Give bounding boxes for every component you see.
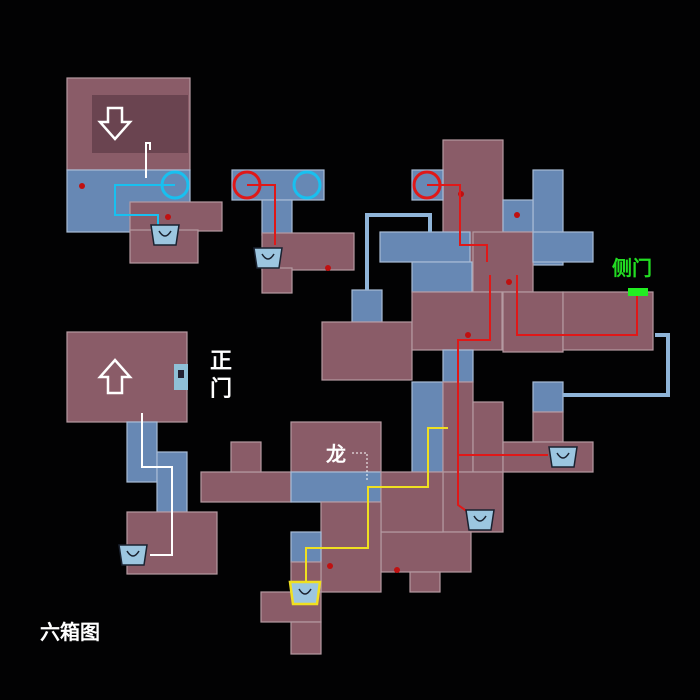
chests bbox=[118, 224, 578, 606]
chest-icon-highlighted bbox=[288, 580, 322, 606]
marker-circles bbox=[160, 170, 442, 200]
side-gate-marker bbox=[628, 288, 648, 296]
route-cyan bbox=[114, 184, 175, 228]
marker-circle-icon bbox=[412, 170, 442, 200]
down-arrow-icon bbox=[97, 106, 133, 141]
route-yellow bbox=[305, 427, 448, 588]
marker-circle-icon bbox=[232, 170, 262, 200]
marker-circle-icon bbox=[292, 170, 322, 200]
chest-icon bbox=[548, 446, 578, 468]
chest-icon bbox=[253, 247, 283, 269]
dragon-dotted-line bbox=[352, 452, 368, 482]
door-icon bbox=[174, 364, 188, 390]
chest-icon bbox=[465, 509, 495, 531]
map-title: 六箱图 bbox=[40, 620, 100, 644]
route-corridors-blue bbox=[365, 213, 670, 397]
chest-icon bbox=[118, 544, 148, 566]
route-red bbox=[247, 184, 638, 513]
route-white bbox=[141, 142, 173, 556]
rooms bbox=[66, 77, 654, 655]
side-gate-label: 侧门 bbox=[612, 256, 652, 280]
up-arrow-icon bbox=[97, 358, 133, 395]
main-gate-label: 正门 bbox=[210, 349, 233, 402]
marker-circle-icon bbox=[160, 170, 190, 200]
dragon-label: 龙 bbox=[326, 442, 346, 466]
chest-icon bbox=[150, 224, 180, 246]
